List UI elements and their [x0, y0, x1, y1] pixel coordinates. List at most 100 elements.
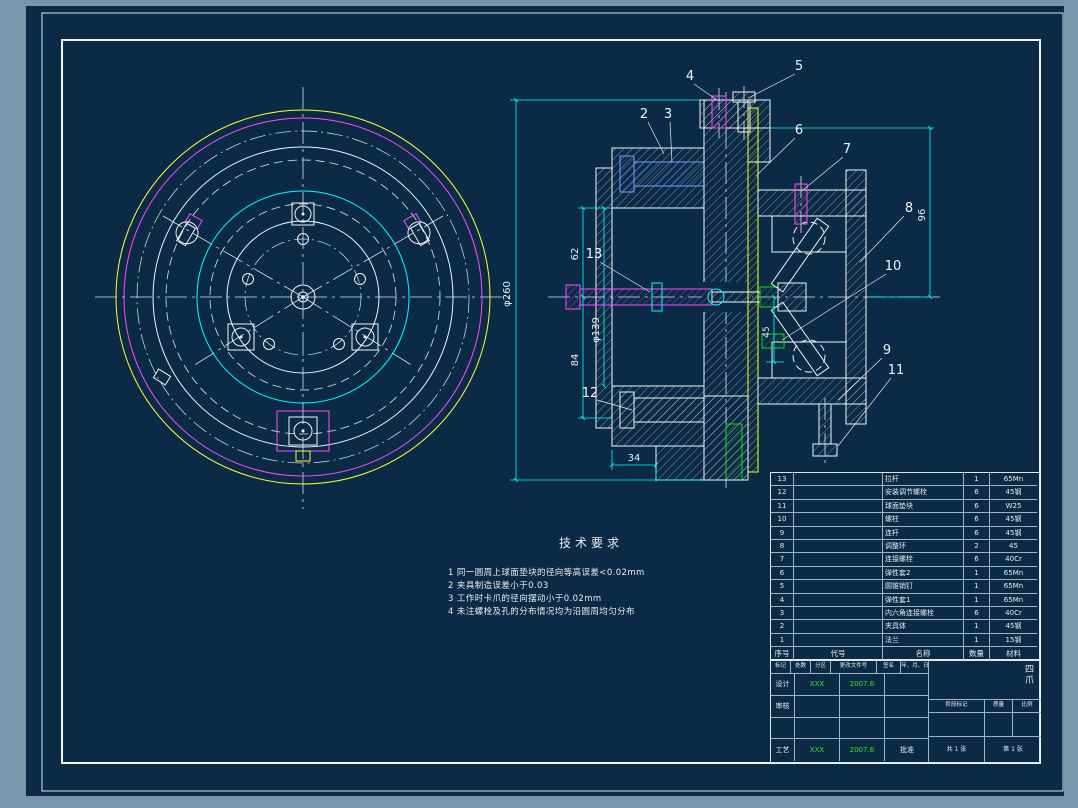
svg-text:13: 13	[586, 247, 603, 262]
parts-list-table: 13 拉杆 1 65Mn 12 安装调节螺栓 6 45钢 11 球面垫块 6 W…	[770, 472, 1040, 661]
part-material: 15钢	[990, 634, 1037, 648]
part-code	[794, 580, 883, 594]
part-code	[794, 633, 883, 648]
stage-label: 阶段标记	[929, 700, 985, 712]
part-name: 连杆	[883, 526, 964, 540]
callout-9: 9	[837, 343, 891, 401]
front-view	[95, 87, 513, 509]
part-no: 5	[771, 580, 794, 594]
dim-34: 34	[628, 453, 641, 464]
part-qty: 1	[964, 633, 990, 648]
part-no: 2	[771, 620, 794, 634]
revision-header-cell: 标记	[771, 661, 791, 673]
part-no: 7	[771, 553, 794, 567]
parts-list-header: 序号 代号 名称 数量 材料	[771, 647, 1039, 661]
svg-text:10: 10	[885, 259, 902, 274]
callouts: 2 3 4 5 6 7 8 9 10 11 12 13	[582, 59, 913, 447]
sheet-frame	[41, 12, 1064, 792]
revision-header-cell: 更改文件号	[831, 661, 877, 673]
part-no: 3	[771, 606, 794, 621]
part-material: 45钢	[990, 486, 1037, 500]
part-qty: 1	[964, 580, 990, 594]
parts-header-cell: 代号	[794, 647, 883, 661]
sheet-total: 共 1 张	[929, 737, 985, 762]
check-label: 审核	[771, 696, 795, 717]
dim-96: 96	[917, 209, 928, 222]
tech-requirement-line: 4 未注螺栓及孔的分布情况均为沿圆周均匀分布	[448, 607, 635, 617]
part-material: 45	[990, 540, 1037, 554]
design-date: 2007.6	[840, 674, 885, 695]
callout-12: 12	[582, 386, 633, 411]
check-row: 审核	[771, 696, 929, 718]
part-material: 40Cr	[990, 553, 1037, 567]
callout-5: 5	[747, 59, 803, 99]
bolt-4	[711, 95, 727, 129]
part-material: 40Cr	[990, 607, 1037, 621]
sheet-row: 共 1 张 第 1 张	[929, 737, 1041, 762]
part-qty: 6	[964, 553, 990, 567]
part-code	[794, 539, 883, 554]
part-name: 弹性套1	[883, 593, 964, 607]
part-qty: 6	[964, 606, 990, 621]
parts-header-cell: 名称	[883, 647, 964, 661]
part-code	[794, 553, 883, 567]
bolt-7	[794, 183, 808, 225]
design-signature: XXX	[795, 674, 840, 695]
revision-header-cell: 分区	[811, 661, 831, 673]
front-bottom-assembly	[276, 410, 330, 462]
tech-requirement-line: 2 夹具制造误差小于0.03	[448, 581, 549, 591]
bolt-holes	[242, 233, 366, 350]
svg-text:9: 9	[883, 343, 891, 358]
stage-value-row	[929, 713, 1041, 737]
outer-circle-yellow	[115, 109, 491, 485]
part-no: 9	[771, 526, 794, 540]
part-no: 4	[771, 593, 794, 607]
part-name: 内六角连接螺栓	[883, 606, 964, 621]
craft-label: 工艺	[771, 739, 795, 761]
callout-2: 2	[640, 107, 665, 155]
part-name: 弹性套2	[883, 566, 964, 581]
parts-header-cell: 材料	[1006, 649, 1021, 659]
part-material: 65Mn	[990, 473, 1037, 487]
callout-13: 13	[586, 247, 651, 293]
callout-6: 6	[755, 123, 803, 177]
part-code	[794, 526, 883, 540]
product-title: 四爪	[1023, 664, 1033, 686]
stage-header-row: 阶段标记 质量 比例	[929, 700, 1041, 713]
part-material: 65Mn	[990, 594, 1037, 607]
drawing-canvas[interactable]	[26, 6, 1064, 796]
part-no: 11	[771, 499, 794, 514]
outer-circle-magenta	[123, 117, 483, 477]
title-block-left: 标记 处数 分区 更改文件号 签名 年、月、日 设计 XXX 2007.6 审核	[771, 661, 929, 762]
blank-row	[771, 718, 929, 739]
part-material: 45钢	[990, 620, 1037, 634]
part-qty: 6	[964, 486, 990, 500]
part-qty: 2	[964, 539, 990, 554]
circle-cyan	[196, 190, 410, 404]
design-row: 设计 XXX 2007.6	[771, 674, 929, 696]
craft-signature: XXX	[795, 739, 840, 761]
cap-screw-top	[619, 155, 705, 193]
dim-45: 45	[762, 326, 772, 337]
callout-4: 4	[686, 69, 718, 101]
svg-text:6: 6	[795, 123, 803, 138]
part-no: 10	[771, 513, 794, 527]
section-view: φ260 62 84 34 96 45 φ139 2 3 4 5 6 7 8 9…	[502, 59, 940, 488]
technical-requirements: 技术要求 1 同一圆周上球面垫块的径向等高误差<0.02mm 2 夹具制造误差小…	[448, 534, 734, 619]
bolt-9-11	[812, 403, 838, 457]
tech-requirement-line: 3 工作时卡爪的径向摆动小于0.02mm	[448, 594, 602, 604]
tech-requirements-title: 技术要求	[558, 536, 623, 550]
part-qty: 1	[964, 566, 990, 581]
part-name: 调整环	[883, 539, 964, 554]
approve-label: 批准	[900, 745, 914, 754]
part-qty: 6	[964, 499, 990, 514]
dimension-labels: φ260 62 84 34 96 45 φ139	[502, 209, 928, 464]
svg-text:4: 4	[686, 69, 694, 84]
revision-header-row: 标记 处数 分区 更改文件号 签名 年、月、日	[771, 661, 929, 674]
drawing-number-cell: 四爪	[929, 661, 1041, 700]
front-pad-lower-right	[351, 323, 379, 351]
parts-header-cell: 数量	[964, 647, 990, 661]
front-bolt-upper-right	[403, 212, 431, 247]
